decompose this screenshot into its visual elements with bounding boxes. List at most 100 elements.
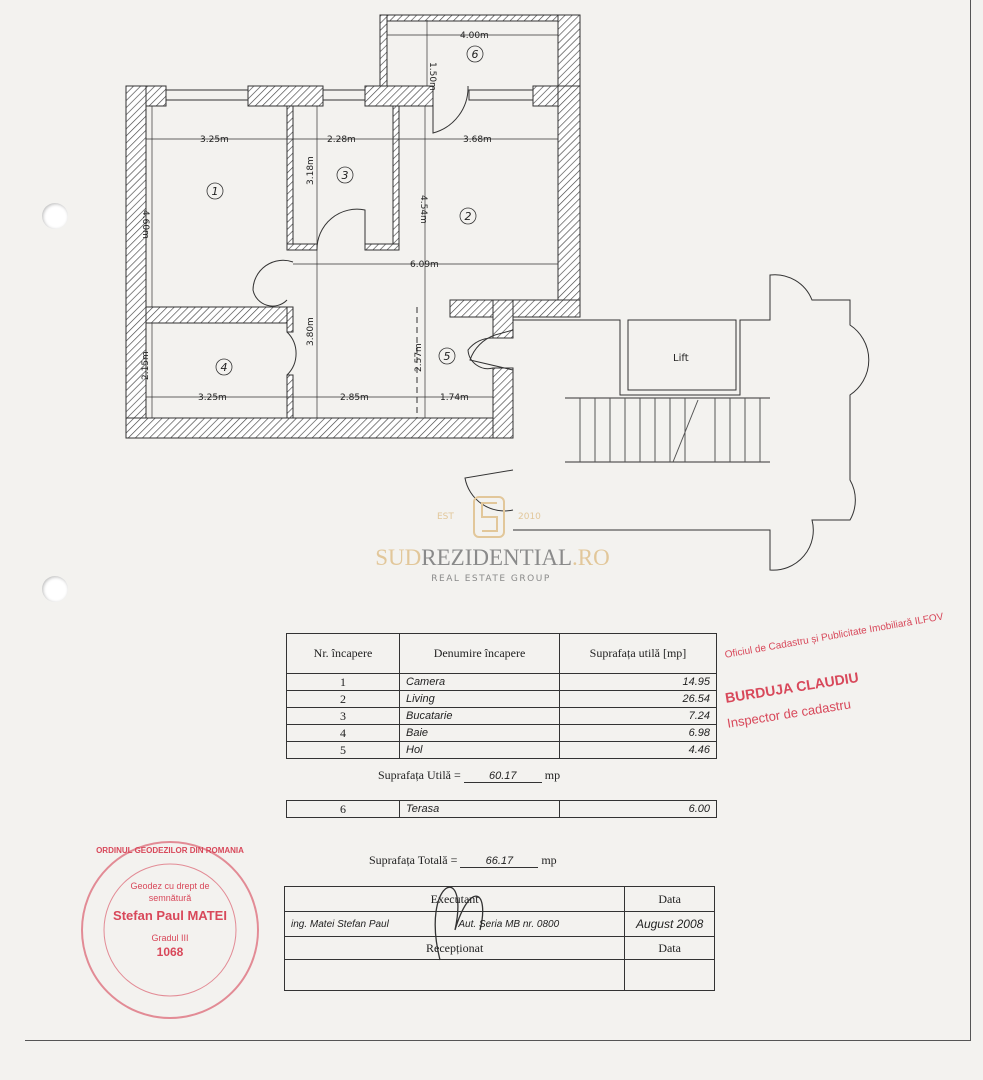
cell-name: Terasa [399, 800, 560, 818]
room-number: 3 [342, 169, 349, 182]
dimension-label: 2.15m [141, 351, 151, 380]
cell-nr: 5 [286, 741, 400, 759]
dimension-label: 4.00m [460, 31, 489, 41]
total-area: Suprafața Totală = 66.17 mp [369, 853, 557, 868]
dimension-label: 3.80m [306, 317, 316, 346]
received-label: Recepționat [283, 936, 626, 960]
dimension-label: 3.25m [198, 393, 227, 403]
useful-area-unit: mp [544, 768, 561, 782]
cell-name: Hol [399, 741, 560, 759]
rooms-table: Nr. încapere Denumire încapere Suprafața… [286, 633, 717, 759]
execution-date: August 2008 [624, 911, 715, 937]
room-number: 4 [221, 361, 228, 374]
wall [247, 85, 324, 107]
useful-area-label: Suprafața Utilă = [378, 768, 461, 782]
wall [449, 299, 581, 318]
page-border [25, 0, 971, 1041]
wall [557, 85, 581, 318]
useful-area: Suprafața Utilă = 60.17 mp [378, 768, 560, 783]
header-area: Suprafața utilă [mp] [559, 633, 717, 674]
wall [286, 105, 294, 250]
cell-name: Baie [399, 724, 560, 742]
cell-nr: 3 [286, 707, 400, 725]
dimension-label: 4.60m [140, 210, 150, 239]
dimension-label: 3.25m [200, 135, 229, 145]
brand-part: SUD [375, 545, 422, 570]
room-number: 5 [444, 350, 451, 363]
dimension-label: 1.50m [427, 62, 437, 91]
brand-part: .RO [572, 545, 610, 570]
date-label: Data [624, 886, 715, 912]
cell-name: Bucatarie [399, 707, 560, 725]
seal-ring-text: ORDINUL GEODEZILOR DIN ROMANIA [96, 846, 244, 855]
wall [286, 374, 294, 419]
dimension-label: 4.54m [418, 195, 428, 224]
watermark-brand: SUDREZIDENTIAL.RO [370, 545, 615, 571]
cell-area: 4.46 [559, 741, 717, 759]
received-date-cell [624, 959, 715, 991]
cell-name: Camera [399, 673, 560, 691]
dimension-label: 6.09m [410, 260, 439, 270]
logo-icon [473, 496, 505, 538]
dimension-label: 3.18m [306, 156, 316, 185]
brand-part: REZIDENTIAL [421, 545, 573, 570]
dimension-label: 3.68m [463, 135, 492, 145]
dimension-label: 2.57m [414, 343, 424, 372]
wall [379, 14, 388, 87]
watermark-est: EST [437, 512, 454, 522]
cell-area: 6.00 [559, 800, 717, 818]
seal-text: Geodez cu drept de semnătură Stefan Paul… [110, 880, 230, 960]
received-cell [283, 959, 626, 991]
wall [145, 306, 294, 324]
header-name: Denumire încapere [399, 633, 560, 674]
seal-line: Geodez cu drept de semnătură [130, 881, 210, 903]
lift-label: Lift [673, 353, 689, 364]
wall [364, 85, 434, 107]
room-number: 6 [472, 48, 479, 61]
cell-area: 7.24 [559, 707, 717, 725]
watermark-year: 2010 [518, 512, 541, 522]
dimension-label: 2.85m [340, 393, 369, 403]
cell-nr: 2 [286, 690, 400, 708]
punch-hole [42, 203, 68, 229]
watermark-tagline: REAL ESTATE GROUP [431, 574, 551, 584]
cell-area: 26.54 [559, 690, 717, 708]
cell-nr: 4 [286, 724, 400, 742]
cell-name: Living [399, 690, 560, 708]
punch-hole [42, 576, 68, 602]
cell-area: 14.95 [559, 673, 717, 691]
total-area-unit: mp [541, 853, 557, 867]
dimension-label: 1.74m [440, 393, 469, 403]
cell-area: 6.98 [559, 724, 717, 742]
seal-line: Gradul III [151, 933, 189, 943]
wall [379, 14, 581, 22]
dimension-label: 2.28m [327, 135, 356, 145]
wall [392, 105, 400, 251]
header-nr: Nr. încapere [286, 633, 400, 674]
cell-nr: 1 [286, 673, 400, 691]
seal-number: 1068 [156, 945, 184, 959]
executant-label: Executant [283, 886, 626, 912]
wall [286, 243, 318, 251]
wall [492, 367, 514, 439]
wall [125, 85, 147, 439]
wall [364, 243, 400, 251]
total-area-value: 66.17 [460, 855, 539, 868]
seal [81, 841, 259, 1019]
room-number: 1 [212, 185, 219, 198]
wall [286, 306, 294, 333]
received-date-label: Data [624, 936, 715, 960]
seal-line: Stefan Paul MATEI [113, 908, 227, 923]
total-area-label: Suprafața Totală = [369, 853, 458, 867]
executant-name: ing. Matei Stefan Paul [284, 911, 453, 937]
wall [492, 299, 514, 339]
